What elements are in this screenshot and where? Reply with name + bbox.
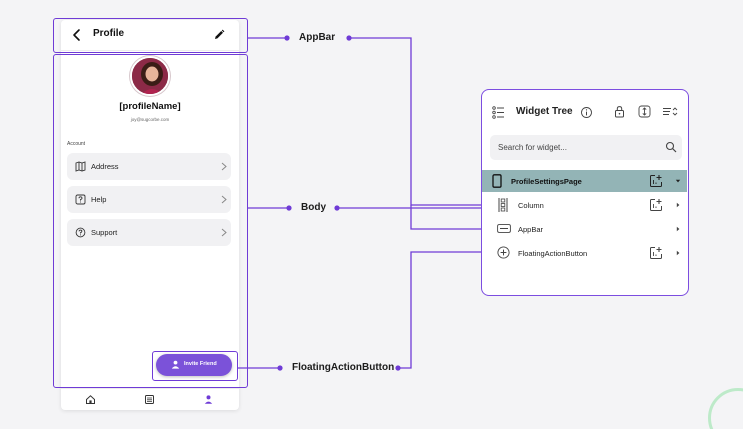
widget-tree-title: Widget Tree bbox=[516, 106, 573, 117]
callout-appbar: AppBar bbox=[299, 32, 336, 43]
bottom-nav bbox=[61, 388, 239, 410]
profile-name: [profileName] bbox=[119, 101, 181, 112]
support-icon bbox=[75, 227, 86, 238]
avatar-image bbox=[132, 58, 168, 94]
tree-item-profilesettingspage[interactable]: ProfileSettingsPage bbox=[482, 170, 687, 192]
widget-tree-panel: Widget Tree Search for widget... Profile… bbox=[481, 89, 689, 296]
home-icon[interactable] bbox=[85, 394, 96, 405]
widget-search-input[interactable]: Search for widget... bbox=[490, 135, 682, 160]
add-widget-icon[interactable] bbox=[649, 246, 663, 260]
tree-item-label: AppBar bbox=[518, 225, 544, 234]
callout-fab: FloatingActionButton bbox=[292, 362, 395, 373]
callout-body: Body bbox=[301, 202, 326, 213]
menu-item-label: Support bbox=[91, 228, 118, 237]
caret-down-icon[interactable] bbox=[675, 178, 681, 184]
section-label: Account bbox=[67, 141, 86, 147]
app-bar: Profile bbox=[61, 20, 239, 51]
menu-item-help[interactable]: Help bbox=[67, 186, 231, 213]
profile-email: joy@sugcorbe.com bbox=[130, 117, 170, 122]
info-icon[interactable] bbox=[580, 106, 593, 119]
invite-friend-button[interactable]: Invite Friend bbox=[156, 354, 232, 376]
menu-item-label: Help bbox=[91, 195, 107, 204]
help-icon bbox=[75, 194, 86, 205]
add-circle-icon bbox=[497, 246, 510, 259]
phone-icon bbox=[492, 174, 502, 188]
column-icon bbox=[498, 198, 508, 212]
expand-vertical-icon[interactable] bbox=[638, 105, 651, 118]
person-icon bbox=[171, 360, 180, 369]
search-placeholder: Search for widget... bbox=[498, 143, 567, 152]
list-icon[interactable] bbox=[144, 394, 155, 405]
chevron-right-icon bbox=[221, 228, 227, 237]
appbar-highlight bbox=[53, 18, 248, 53]
menu-item-support[interactable]: Support bbox=[67, 219, 231, 246]
tree-item-appbar[interactable]: AppBar bbox=[482, 218, 687, 240]
tree-item-label: FloatingActionButton bbox=[518, 249, 588, 258]
map-icon bbox=[75, 161, 86, 172]
caret-right-icon[interactable] bbox=[675, 250, 681, 256]
body-highlight bbox=[53, 54, 248, 388]
add-widget-icon[interactable] bbox=[649, 198, 663, 212]
fab-highlight bbox=[152, 351, 238, 381]
decorative-circle bbox=[708, 388, 743, 429]
caret-right-icon[interactable] bbox=[675, 202, 681, 208]
avatar bbox=[130, 56, 170, 96]
tree-icon bbox=[492, 106, 504, 119]
search-icon[interactable] bbox=[665, 141, 677, 153]
tree-item-label: Column bbox=[518, 201, 544, 210]
edit-icon[interactable] bbox=[212, 28, 226, 42]
add-widget-icon[interactable] bbox=[649, 174, 663, 188]
menu-item-label: Address bbox=[91, 162, 119, 171]
menu-item-address[interactable]: Address bbox=[67, 153, 231, 180]
back-arrow-icon[interactable] bbox=[69, 27, 85, 43]
lock-icon[interactable] bbox=[613, 105, 626, 118]
tree-item-floatingactionbutton[interactable]: FloatingActionButton bbox=[482, 242, 687, 264]
chevron-right-icon bbox=[221, 162, 227, 171]
tree-item-label: ProfileSettingsPage bbox=[511, 177, 582, 186]
caret-right-icon[interactable] bbox=[675, 226, 681, 232]
sort-icon[interactable] bbox=[662, 105, 678, 118]
chevron-right-icon bbox=[221, 195, 227, 204]
phone-mockup: Profile [profileName] joy@sugcorbe.com A… bbox=[61, 20, 239, 410]
tree-item-column[interactable]: Column bbox=[482, 194, 687, 216]
appbar-icon bbox=[497, 224, 511, 233]
person-icon[interactable] bbox=[203, 394, 214, 405]
page-title: Profile bbox=[93, 28, 125, 39]
fab-label: Invite Friend bbox=[184, 361, 217, 367]
